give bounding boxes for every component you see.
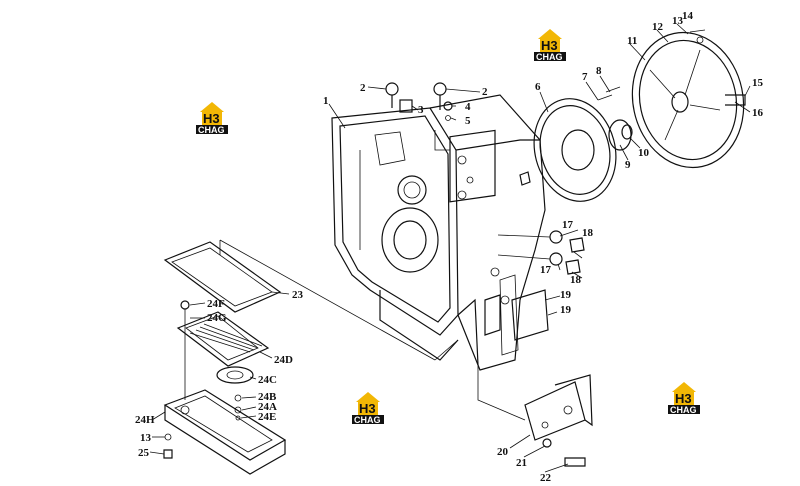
svg-text:H3: H3 xyxy=(675,391,692,406)
callout-24h: 24H xyxy=(135,414,155,426)
callout-4: 4 xyxy=(465,101,471,113)
callout-16: 16 xyxy=(752,107,764,119)
callout-24b: 24B xyxy=(258,391,277,403)
callout-8: 8 xyxy=(596,65,602,77)
leader-lines xyxy=(149,23,751,473)
oil-pan-assembly xyxy=(163,239,459,475)
callout-24a: 24A xyxy=(258,401,277,413)
callout-19: 19 xyxy=(560,289,572,301)
callout-11: 11 xyxy=(627,35,637,47)
callout-15: 15 xyxy=(752,77,764,89)
callout-18: 18 xyxy=(582,227,594,239)
callout-24e: 24E xyxy=(258,411,276,423)
callout-14: 14 xyxy=(682,10,694,22)
watermark-logo: H3 CHAG xyxy=(534,29,566,62)
svg-text:H3: H3 xyxy=(359,401,376,416)
watermark-logo: H3 CHAG xyxy=(352,392,384,425)
callout-1: 1 xyxy=(323,95,329,107)
callout-13: 13 xyxy=(672,15,684,27)
callout-2: 2 xyxy=(360,82,366,94)
callout-25: 25 xyxy=(138,447,150,459)
callout-10: 10 xyxy=(638,147,650,159)
callout-24f: 24F xyxy=(207,298,225,310)
callout-22: 22 xyxy=(540,472,552,484)
svg-text:H3: H3 xyxy=(541,38,558,53)
watermark-logo: H3 CHAG xyxy=(196,102,228,135)
callout-24d: 24D xyxy=(274,354,293,366)
transmission-housing xyxy=(331,94,549,371)
callout-17: 17 xyxy=(540,264,552,276)
converter-housing xyxy=(631,29,746,169)
callout-19: 19 xyxy=(560,304,572,316)
callout-3: 3 xyxy=(418,104,424,116)
callout-12: 12 xyxy=(652,21,664,33)
callout-24c: 24C xyxy=(258,374,277,386)
callout-21: 21 xyxy=(516,457,527,469)
callout-9: 9 xyxy=(625,159,631,171)
callout-7: 7 xyxy=(582,71,588,83)
callout-2: 2 xyxy=(482,86,488,98)
callout-18: 18 xyxy=(570,274,582,286)
mounting-bracket xyxy=(477,365,593,467)
callout-5: 5 xyxy=(465,115,471,127)
callout-6: 6 xyxy=(535,81,541,93)
side-fittings xyxy=(497,230,585,275)
callout-17: 17 xyxy=(562,219,574,231)
svg-text:CHAG: CHAG xyxy=(536,52,563,62)
front-cover xyxy=(533,86,633,202)
callout-23: 23 xyxy=(292,289,304,301)
svg-text:H3: H3 xyxy=(203,111,220,126)
callout-20: 20 xyxy=(497,446,509,458)
callout-24g: 24G xyxy=(207,312,227,324)
watermark-logo: H3 CHAG xyxy=(668,382,700,415)
callout-labels: 1 2 2 3 4 5 6 7 8 9 10 11 12 13 14 15 16… xyxy=(135,10,764,484)
svg-text:CHAG: CHAG xyxy=(198,125,225,135)
svg-text:CHAG: CHAG xyxy=(670,405,697,415)
callout-13: 13 xyxy=(140,432,152,444)
svg-text:CHAG: CHAG xyxy=(354,415,381,425)
